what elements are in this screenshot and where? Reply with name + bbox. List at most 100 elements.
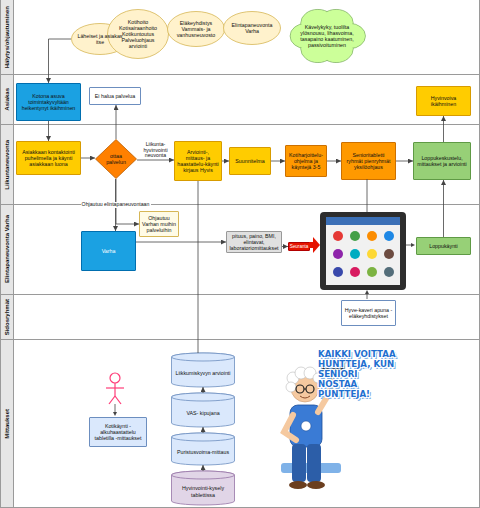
leader-line [406, 245, 413, 246]
tablet-icon [384, 249, 394, 259]
person-figure [106, 373, 124, 404]
process-box: Senioritabletti ryhmät pienryhmät yksilö… [341, 142, 396, 180]
node-label: Hyvinvoiva ikäihminen [419, 95, 468, 107]
cyl-outline [171, 393, 235, 427]
node-label: VAS- kipujana [186, 410, 219, 416]
edge-label: Ohjautuu elintapaneuvontaan [81, 202, 151, 208]
lane-label: Asiakas [4, 88, 10, 111]
tablet-icon [384, 267, 394, 277]
edge-label: Liikunta-hyvinvointi neuvonta [139, 142, 173, 159]
node-label: Suunnitelma [235, 158, 264, 164]
process-box: Hyve-kaveri apuna - eläkeyhdistykset [341, 300, 396, 326]
node-label: Läheiset ja asiakas itse [76, 33, 124, 45]
process-box: Hyvinvoiva ikäihminen [416, 86, 471, 116]
tablet-icon [350, 267, 360, 277]
cylinder-body [172, 353, 235, 387]
node-label: Liikkumiskyvyn arviointi [175, 370, 230, 376]
tablet-frame [320, 212, 406, 290]
process-box: Asiakkaan kontaktointi puhelimella ja kä… [16, 141, 81, 175]
process-box: Loppukäynti [416, 237, 471, 255]
tablet-icon [333, 249, 343, 259]
connector [203, 387, 204, 393]
process-box: Ohjautuu Varhan muihin palveluihin [139, 211, 179, 237]
text-block: Kotikäynti - alkuhaastattelu tabletilla … [90, 418, 146, 446]
node-label: Loppukäynti [429, 243, 458, 249]
text-block: Ei halua palvelua [90, 88, 140, 104]
text-block: pituus, paino, BMI, elintavat, laborator… [227, 232, 281, 252]
connector [222, 161, 229, 162]
tablet-icon [333, 231, 343, 241]
tablet-icon [384, 231, 394, 241]
cylinder-body [172, 393, 235, 427]
process-box: Loppukeskustelu, mittaukset ja arviointi [413, 142, 471, 180]
red-arrow [309, 237, 320, 253]
note-cloud: Kävelykyky, tuolilta ylösnousu, lihasvoi… [289, 7, 365, 65]
process-box: pituus, paino, BMI, elintavat, laborator… [226, 231, 282, 253]
tablet-icon [333, 267, 343, 277]
text-block: Kotihoito Kotisairaanhoito Kotikuntoutus… [107, 9, 169, 59]
text-block: Seuranta [289, 243, 309, 250]
node-label: Kotikäynti - alkuhaastattelu tabletilla … [92, 423, 144, 441]
node-label: Hyvinvointi-kysely tablettissa [173, 485, 233, 497]
text-block: ottaa palvelun [95, 139, 137, 179]
cyl-outline [171, 353, 235, 387]
node-label: pituus, paino, BMI, elintavat, laborator… [229, 233, 279, 251]
connector [49, 39, 72, 83]
text-block: Kotona asuva toimintakyvyltään heikentyn… [17, 84, 80, 120]
process-box: Kotiharjoittelu-ohjelma ja käyntejä 3-5 [285, 145, 327, 177]
leader-line [115, 404, 116, 412]
measurement-cylinder: Puristusvoima-mittaus [171, 433, 235, 465]
connector [327, 161, 341, 162]
lane-header: Sidosryhmät [1, 295, 14, 339]
source-ellipse: Kotihoito Kotisairaanhoito Kotikuntoutus… [107, 9, 169, 59]
source-ellipse: Eläkeyhdistys Vammais- ja vanhusneuvosto [167, 11, 225, 47]
decision-diamond: ottaa palvelun [95, 139, 137, 179]
cylinder-body [172, 433, 235, 465]
connector [203, 427, 204, 433]
node-label: Ei halua palvelua [95, 93, 135, 99]
node-label: Eläkeyhdistys Vammais- ja vanhusneuvosto [172, 20, 220, 38]
source-ellipse: Elintapaneuvonta Varha [223, 11, 281, 45]
ellipse-shape [224, 12, 281, 45]
node-label: Varha [102, 248, 116, 254]
arrow-head [113, 412, 117, 416]
tablet-icon [367, 231, 377, 241]
text-block: VAS- kipujana [171, 393, 235, 427]
process-box: Seuranta [288, 242, 310, 251]
arrow-head [365, 290, 369, 294]
node-label: Kävelykyky, tuolilta ylösnousu, lihasvoi… [298, 24, 356, 48]
text-block: Ohjautuu Varhan muihin palveluihin [140, 212, 178, 236]
diamond-shape [96, 140, 137, 179]
connector [282, 246, 288, 247]
swimlane: LiikuntaneuvontaAsiakkaan kontaktointi p… [0, 124, 480, 205]
measurement-cylinder: Liikkumiskyvyn arviointi [171, 353, 235, 387]
node-label: Seuranta [290, 244, 309, 249]
text-block: Kävelykyky, tuolilta ylösnousu, lihasvoi… [289, 7, 365, 65]
node-label: Kotihoito Kotisairaanhoito Kotikuntoutus… [112, 19, 164, 49]
lane-header: Mittaukset [1, 340, 14, 507]
cylinder-top [172, 471, 235, 479]
node-label: Ohjautuu Varhan muihin palveluihin [142, 215, 176, 233]
tablet-icon [350, 231, 360, 241]
measurement-cylinder: Hyvinvointi-kysely tablettissa [171, 471, 235, 505]
lane-header: Liikuntaneuvonta [1, 125, 14, 204]
process-box: Kotona asuva toimintakyvyltään heikentyn… [16, 83, 81, 121]
arrow-head [411, 243, 415, 247]
cyl-outline [171, 433, 235, 465]
lane-label: Hälytys/ohjautuminen [4, 6, 10, 68]
connector [81, 158, 95, 159]
lane-header: Asiakas [1, 75, 14, 124]
swimlane: Asiakas Kotona asuva toimintakyvyltään he… [0, 74, 480, 125]
process-box: Suunnitelma [229, 147, 271, 175]
lane-label: Elintapaneuvonta Varha [4, 215, 10, 283]
leader-line [367, 293, 368, 299]
lane-label: Sidosryhmät [4, 299, 10, 335]
connector [137, 160, 174, 161]
connector [136, 242, 226, 243]
lane-header: Elintapaneuvonta Varha [1, 205, 14, 294]
node-label: ottaa palvelun [103, 153, 129, 165]
process-box: Kotikäynti - alkuhaastattelu tabletilla … [89, 417, 147, 447]
lane-label: Mittaukset [4, 409, 10, 439]
measurement-cylinder: VAS- kipujana [171, 393, 235, 427]
